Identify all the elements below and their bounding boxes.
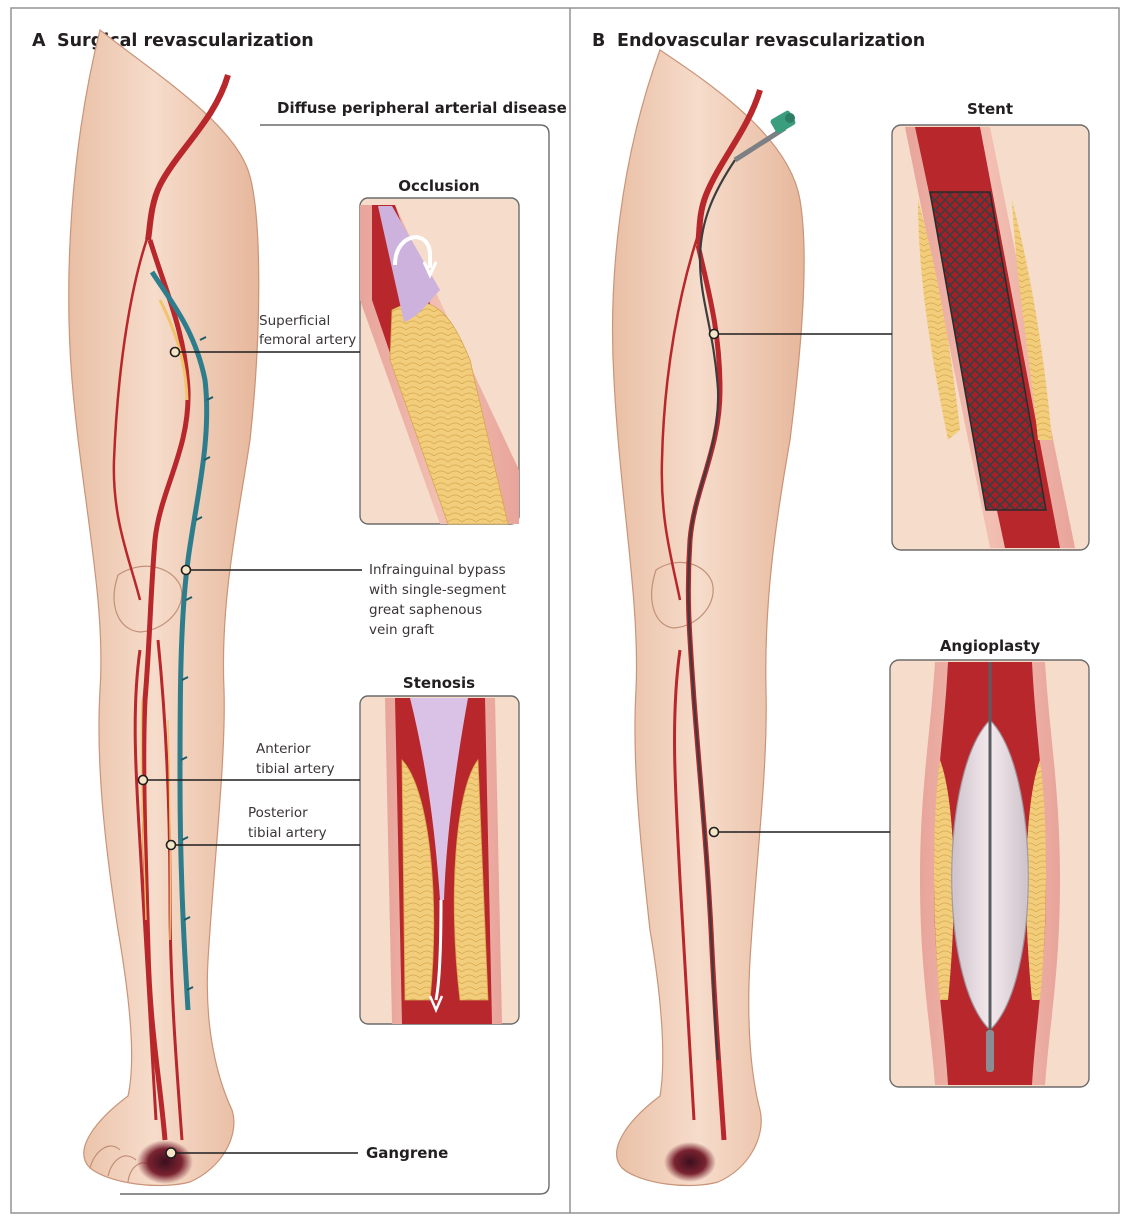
svg-text:Gangrene: Gangrene — [366, 1144, 448, 1162]
svg-text:femoral artery: femoral artery — [259, 332, 356, 348]
svg-text:Posterior: Posterior — [248, 805, 308, 821]
occlusion-inset — [360, 198, 519, 524]
leg-silhouette — [69, 30, 259, 1186]
svg-text:tibial artery: tibial artery — [248, 825, 327, 841]
gangrene-area-b — [664, 1142, 716, 1182]
occlusion-title: Occlusion — [398, 177, 479, 195]
svg-text:with single-segment: with single-segment — [369, 582, 506, 598]
svg-text:vein graft: vein graft — [369, 622, 434, 638]
panel-a-letter: A — [32, 31, 46, 51]
panel-a: A Surgical revascularization Diffuse per… — [32, 30, 567, 1194]
panel-b-letter: B — [592, 31, 605, 51]
svg-text:great saphenous: great saphenous — [369, 602, 482, 618]
stenosis-inset — [360, 696, 519, 1024]
detail-box-heading: Diffuse peripheral arterial disease — [277, 99, 567, 117]
svg-text:Anterior: Anterior — [256, 741, 311, 757]
svg-text:Infrainguinal bypass: Infrainguinal bypass — [369, 562, 506, 578]
leg-illustration-a — [69, 30, 259, 1186]
panel-b-title: Endovascular revascularization — [617, 31, 925, 51]
angioplasty-title: Angioplasty — [940, 637, 1041, 655]
callout-bypass: Infrainguinal bypass with single-segment… — [182, 562, 506, 638]
svg-text:tibial artery: tibial artery — [256, 761, 335, 777]
stenosis-title: Stenosis — [403, 674, 475, 692]
introducer-hub — [769, 110, 796, 135]
leg-silhouette-b — [613, 50, 805, 1186]
leg-illustration-b — [613, 50, 805, 1186]
gangrene-area — [137, 1140, 193, 1184]
stent-inset — [892, 125, 1089, 550]
svg-text:Superficial: Superficial — [259, 313, 330, 329]
angioplasty-inset — [890, 660, 1089, 1087]
stent-title: Stent — [967, 100, 1013, 118]
panel-b: B Endovascular revascularization Stent — [592, 31, 1089, 1186]
